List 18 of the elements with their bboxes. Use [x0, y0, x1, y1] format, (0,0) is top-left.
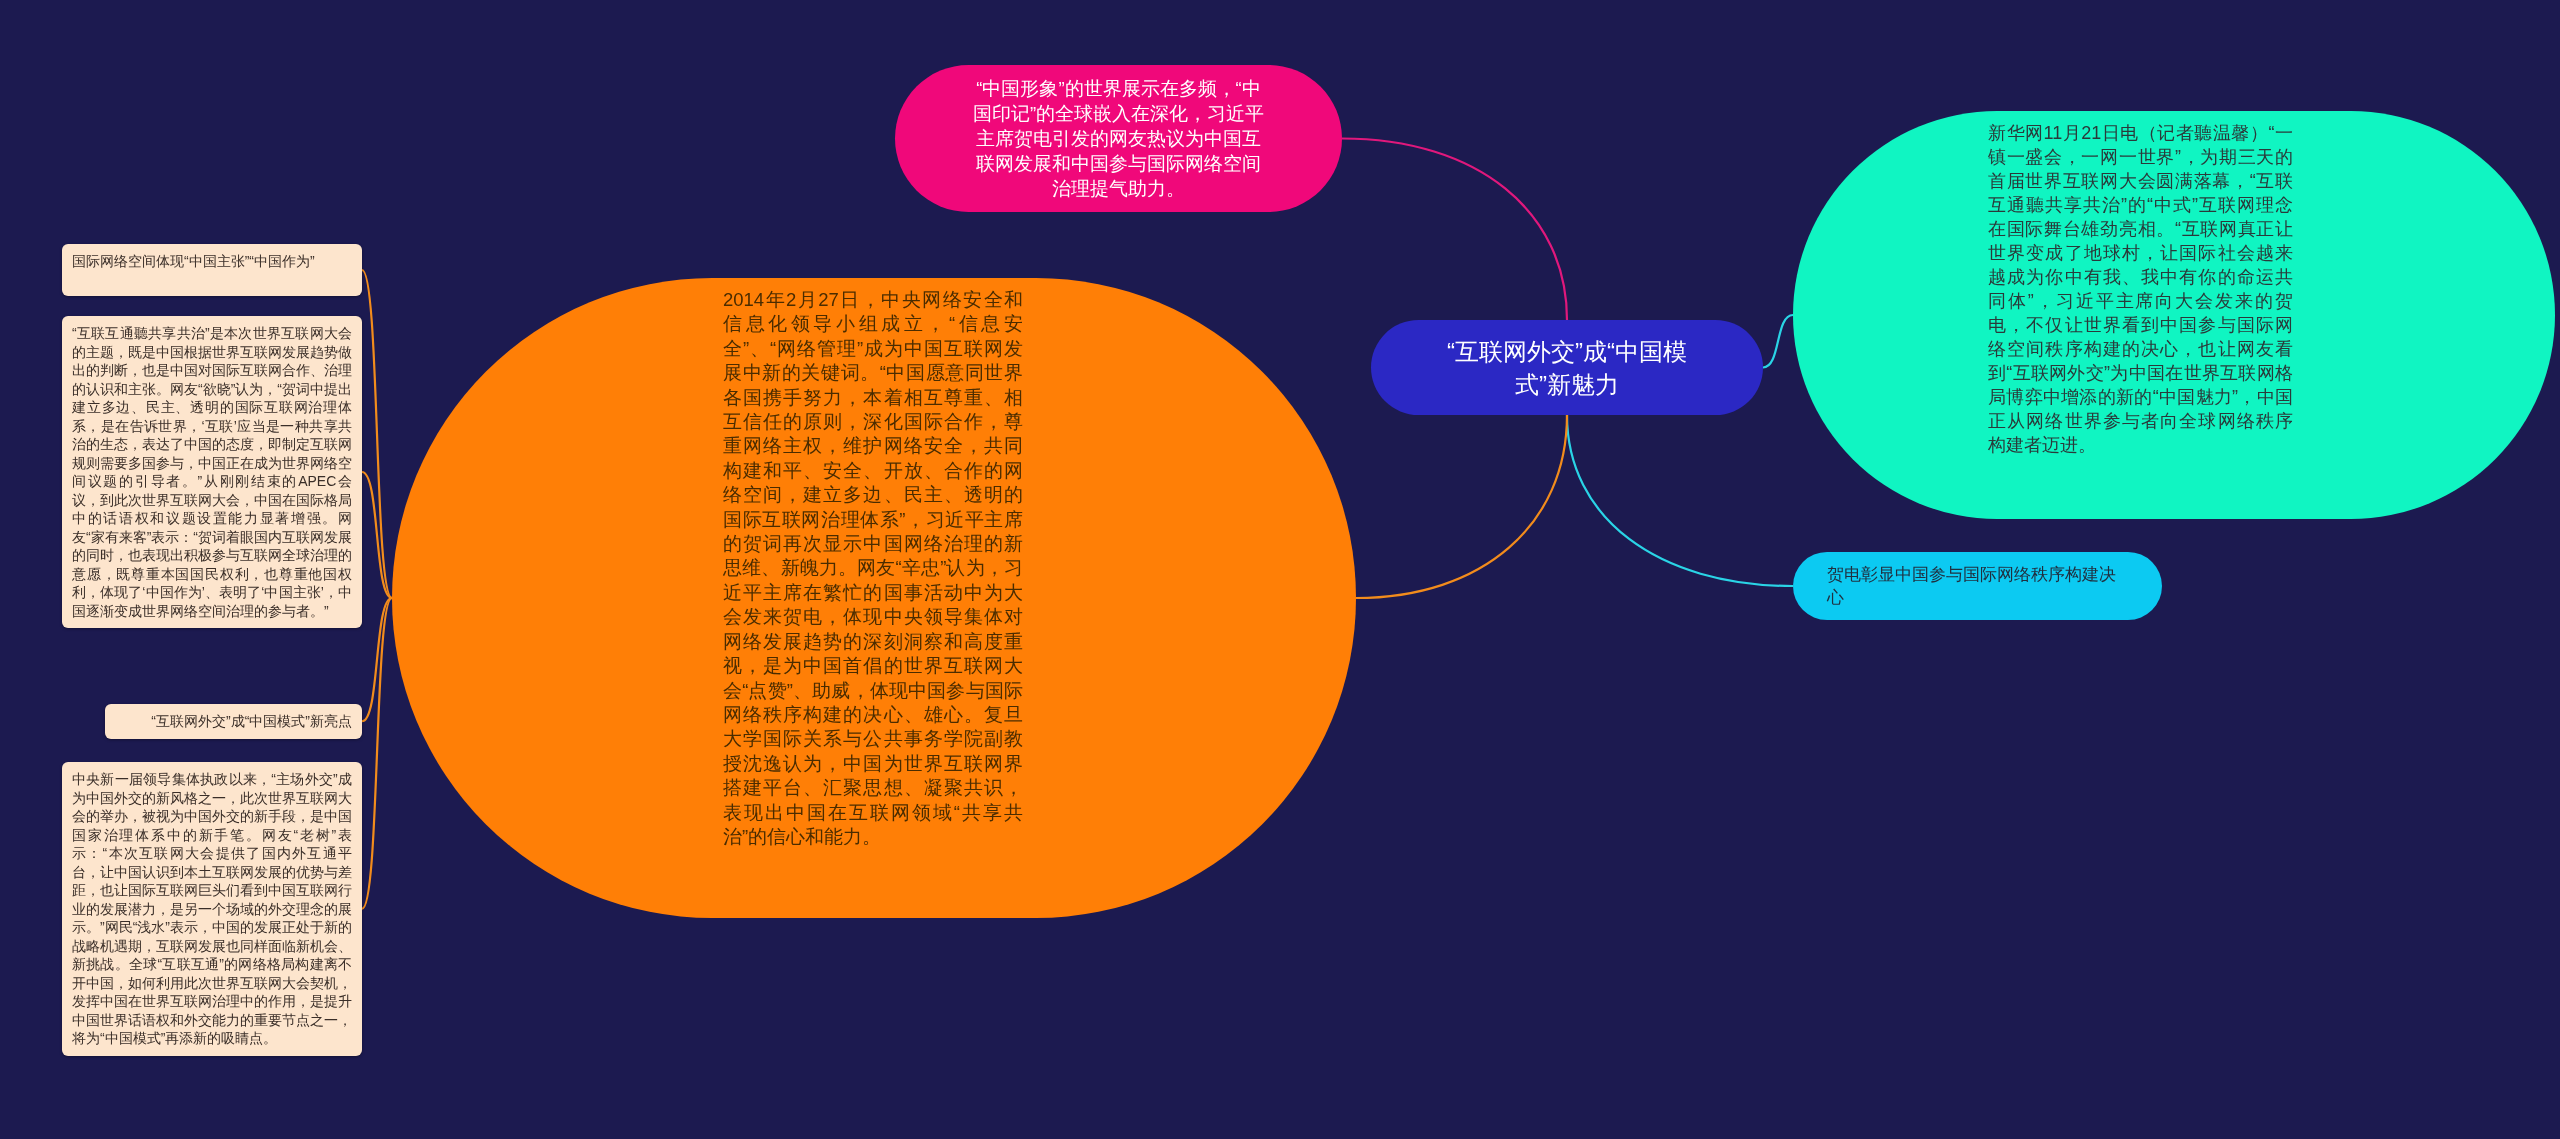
node-text: 贺电彰显中国参与国际网络秩序构建决心: [1827, 564, 2117, 609]
connector-line: [1762, 313, 1794, 369]
node-text: “互联网外交”成“中国模式”新魅力: [1446, 336, 1688, 400]
connector-line: [361, 597, 393, 910]
connector-line: [1355, 414, 1569, 600]
note-card: [105, 704, 362, 739]
node-text: 国际网络空间体现“中国主张”“中国作为”: [72, 252, 316, 271]
note-card: [62, 244, 362, 296]
connector-line: [361, 269, 393, 599]
node-text: “互联网外交”成“中国模式”新亮点: [150, 712, 352, 731]
node-text: “中国形象”的世界展示在多频，“中国印记”的全球嵌入在深化，习近平主席贺电引发的网友热议为中国互联网发展和中国参与国际网络空间治理提气助力。: [971, 77, 1266, 201]
node-text: 2014年2月27日，中央网络安全和信息化领导小组成立，“信息安全”、“网络管理”成为中国互联网发展中新的关键词。“中国愿意同世界各国携手努力，本着相互尊重、相互信任的原则，深化国际合作，尊重网络主权，维护网络安全，共同构建和平、安全、开放、合作的网络空间，建立多边、民主、透明的国际互联网治理体系”，习近平主席的贺词再次显示中国网络治理的新思维、新魄力。网友“辛忠”认为，习近平主席在繁忙的国事活动中为大会发来贺电，体现中央领导集体对网络发展趋势的深刻洞察和高度重视，是为中国首倡的世界互联网大会“点赞”、助威，体现中国参与国际网络秩序构建的决心、雄心。复旦大学国际关系与公共事务学院副教授沈逸认为，中国为世界互联网界搭建平台、汇聚思想、凝聚共识，表现出中国在互联网领域“共享共治”的信心和能力。: [723, 288, 1023, 849]
connector-line: [1341, 137, 1569, 321]
node-text: 新华网11月21日电（记者聽温馨）“一镇一盛会，一网一世界”，为期三天的首届世界互联网大会圆满落幕，“互联互通聽共享共治”的“中式”互联网理念在国际舞台雄劲亮相。“互联网真正让世界变成了地球村，让国际社会越来越成为你中有我、我中有你的命运共同体”，习近平主席向大会发来的贺电，不仅让世界看到中国参与国际网络空间秩序构建的决心，也让网友看到“互联网外交”为中国在世界互联网格局博弈中增添的新的“中国魅力”，中国正从网络世界参与者向全球网络秩序构建者迈进。: [1988, 122, 2293, 457]
node-text: “互联互通聽共享共治”是本次世界互联网大会的主题，既是中国根据世界互联网发展趋势做出的判断，也是中国对国际互联网合作、治理的认识和主张。网友“欲晓”认为，“贺词中提出建立多边、民主、透明的国际互联网治理体系，是在告诉世界，‘互联’应当是一种共享共治的生态，表达了中国的态度，即制定互联网规则需要多国参与，中国正在成为世界网络空间议题的引导者。”从刚刚结束的APEC会议，到此次世界互联网大会，中国在国际格局中的话语权和议题设置能力显著增强。网友“家有来客”表示：“贺词着眼国内互联网发展的同时，也表现出积极参与互联网全球治理的意愿，既尊重本国国民权利，也尊重他国权利，体现了‘中国作为’、表明了‘中国主张’，中国逐渐变成世界网络空间治理的参与者。”: [72, 324, 352, 620]
connector-line: [361, 471, 393, 599]
connector-line: [361, 597, 393, 723]
node-text: 中央新一届领导集体执政以来，“主场外交”成为中国外交的新风格之一，此次世界互联网大会的举办，被视为中国外交的新手段，是中国国家治理体系中的新手笔。网友“老树”表示：“本次互联网大会提供了国内外互通平台，让中国认识到本土互联网发展的优势与差距，也让国际互联网巨头们看到中国互联网行业的发展潜力，是另一个场域的外交理念的展示。”网民“浅水”表示，中国的发展正处于新的战略机遇期，互联网发展也同样面临新机会、新挑战。全球“互联互通”的网络格局构建离不开中国，如何利用此次世界互联网大会契机，发挥中国在世界互联网治理中的作用，是提升中国世界话语权和外交能力的重要节点之一，将为“中国模式”再添新的吸睛点。: [72, 770, 352, 1048]
